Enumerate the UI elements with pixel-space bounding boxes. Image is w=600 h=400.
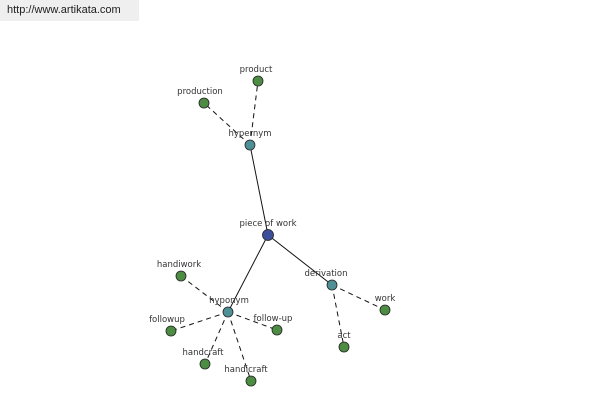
node-hyponym[interactable]: hyponym (209, 296, 249, 318)
node-marker[interactable] (252, 75, 264, 87)
node-center[interactable]: piece of work (239, 219, 297, 241)
node-label: followup (149, 315, 185, 325)
node-marker[interactable] (326, 279, 338, 291)
node-label: handicraft (224, 365, 268, 375)
artikata-url-link[interactable]: http://www.artikata.com (0, 0, 139, 21)
graph-edges (170, 80, 386, 382)
node-followup[interactable]: followup (149, 315, 185, 337)
edge-hypernym-to-production (203, 102, 251, 146)
node-label: work (375, 294, 396, 304)
edge-center-to-hyponym (227, 234, 269, 313)
node-label: follow-up (254, 314, 293, 324)
node-label: production (177, 87, 223, 97)
node-label: handcraft (183, 348, 225, 358)
node-label: product (240, 65, 273, 75)
node-handicraft[interactable]: handicraft (224, 365, 268, 387)
node-marker[interactable] (199, 358, 211, 370)
node-work[interactable]: work (375, 294, 396, 316)
edge-center-to-hypernym (249, 144, 269, 236)
edge-hyponym-to-handicraft (227, 311, 252, 382)
node-marker[interactable] (222, 306, 234, 318)
node-label: hypernym (228, 129, 271, 139)
edge-hypernym-to-product (249, 80, 259, 146)
node-production[interactable]: production (177, 87, 223, 109)
node-marker[interactable] (175, 270, 187, 282)
node-marker[interactable] (262, 229, 274, 241)
edge-hyponym-to-followup (170, 311, 229, 332)
edge-derivation-to-work (331, 284, 386, 311)
node-marker[interactable] (245, 375, 257, 387)
node-marker[interactable] (244, 139, 256, 151)
node-handcraft[interactable]: handcraft (183, 348, 225, 370)
node-label: hyponym (209, 296, 249, 306)
node-product[interactable]: product (240, 65, 273, 87)
node-marker[interactable] (165, 325, 177, 337)
node-handiwork[interactable]: handiwork (157, 260, 201, 282)
node-marker[interactable] (198, 97, 210, 109)
node-hypernym[interactable]: hypernym (228, 129, 272, 151)
node-marker[interactable] (338, 341, 350, 353)
node-derivation[interactable]: derivation (304, 269, 348, 291)
edge-derivation-to-act (331, 284, 345, 348)
node-label: derivation (304, 269, 347, 279)
node-label: act (337, 331, 351, 341)
node-label: handiwork (157, 260, 201, 270)
edge-hyponym-to-handiwork (180, 275, 229, 313)
node-follow-up[interactable]: follow-up (254, 314, 293, 336)
node-marker[interactable] (271, 324, 283, 336)
node-label: piece of work (239, 219, 296, 229)
graph-nodes: piece of work hypernym hyponym derivation pr… (149, 65, 396, 387)
node-act[interactable]: act (337, 331, 351, 353)
node-marker[interactable] (379, 304, 391, 316)
edge-hyponym-to-handcraft (204, 311, 229, 365)
edge-center-to-derivation (267, 234, 333, 286)
